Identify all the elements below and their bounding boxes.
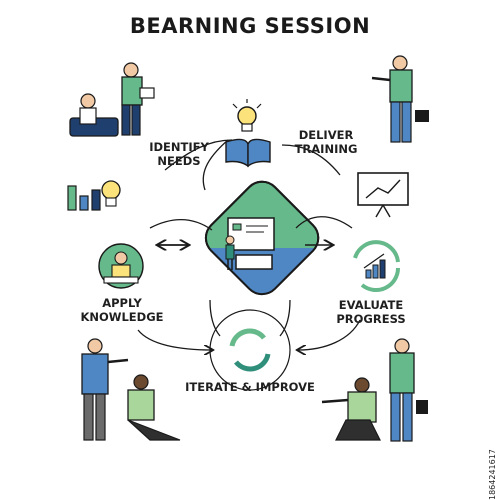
open-book-icon bbox=[225, 138, 271, 168]
idea-bulb-icon bbox=[101, 180, 121, 207]
presentation-screen bbox=[227, 217, 275, 251]
deliver-training-label: DELIVER TRAINING bbox=[294, 128, 358, 156]
apply-knowledge-label: APPLY KNOWLEDGE bbox=[80, 296, 164, 324]
cycle-connectors bbox=[137, 139, 361, 350]
iterate-improve-label: ITERATE & IMPROVE bbox=[185, 380, 315, 394]
page-title: BEARNING SESSION bbox=[129, 14, 371, 38]
bar-chart-icon bbox=[67, 185, 101, 211]
people-reviewing-illustration bbox=[321, 338, 428, 442]
people-meeting-illustration bbox=[69, 62, 155, 137]
identify-needs-label: IDENTIFY NEEDS bbox=[149, 140, 209, 168]
presentation-board-icon bbox=[357, 172, 409, 218]
person-at-desk-icon bbox=[98, 243, 144, 289]
lightbulb-icon bbox=[232, 99, 262, 132]
stock-id-watermark: 1864241617 bbox=[488, 449, 497, 500]
businessman-presenting-illustration bbox=[371, 55, 429, 143]
cycle-arrows-icon bbox=[209, 309, 291, 391]
evaluate-progress-label: EVALUATE PROGRESS bbox=[336, 298, 406, 326]
central-diamond bbox=[198, 180, 326, 302]
trend-chart-icon bbox=[353, 240, 401, 293]
people-discussing-illustration bbox=[81, 338, 181, 441]
